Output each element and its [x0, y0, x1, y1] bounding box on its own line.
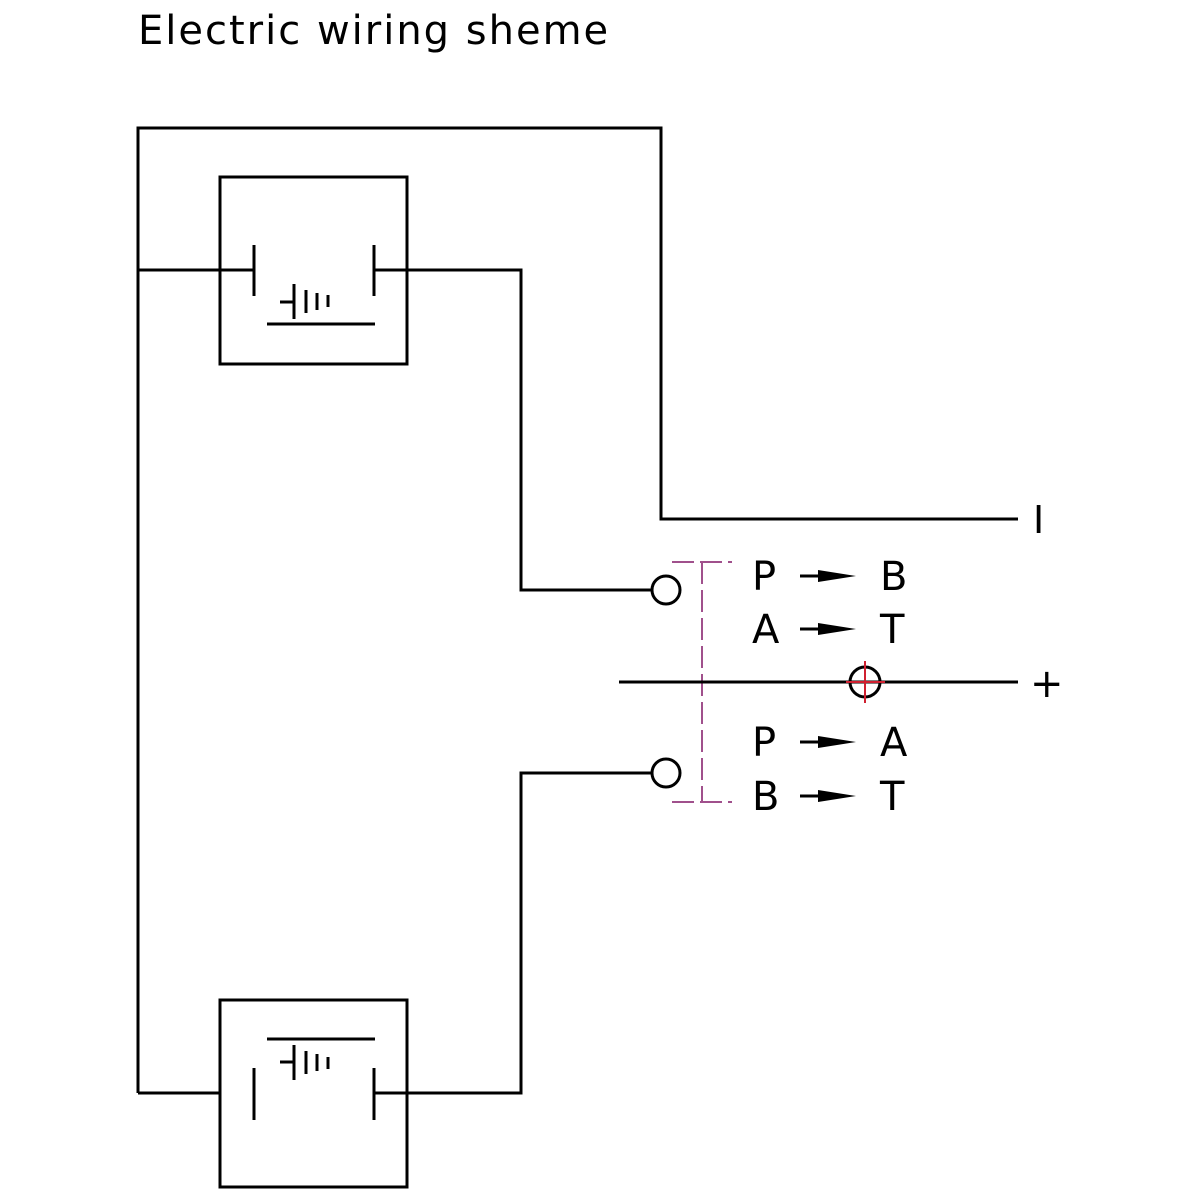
flow-upper-1: P B	[752, 554, 907, 600]
arrow-head-icon	[818, 790, 856, 802]
flow-to: A	[880, 720, 908, 766]
contact-terminal-lower[interactable]	[650, 757, 682, 789]
wire-outer-loop	[136, 126, 1018, 1093]
solenoid-bottom	[218, 998, 409, 1189]
diagram-title: Electric wiring sheme	[138, 8, 610, 54]
arrow-head-icon	[818, 570, 856, 582]
flow-to: B	[880, 554, 907, 600]
battery-icon	[280, 284, 330, 319]
flow-from: B	[752, 774, 779, 820]
solenoid-top	[218, 175, 409, 366]
flow-to: T	[879, 774, 905, 820]
negative-terminal-label: I	[1033, 498, 1044, 542]
contact-terminal-upper[interactable]	[650, 574, 682, 606]
arrow-head-icon	[818, 623, 856, 635]
flow-lower-2: B T	[752, 774, 905, 820]
flow-from: A	[752, 607, 780, 653]
flow-lower-1: P A	[752, 720, 908, 766]
flow-from: P	[752, 554, 776, 600]
arrow-head-icon	[818, 736, 856, 748]
flow-to: T	[879, 607, 905, 653]
wire-bottom-solenoid-to-contact	[407, 771, 652, 1095]
crosshair-icon	[846, 661, 885, 703]
positive-terminal-label: +	[1030, 661, 1064, 707]
flow-upper-2: A T	[752, 607, 905, 653]
battery-icon	[280, 1045, 330, 1080]
wire-top-solenoid-to-contact	[407, 268, 652, 592]
flow-from: P	[752, 720, 776, 766]
